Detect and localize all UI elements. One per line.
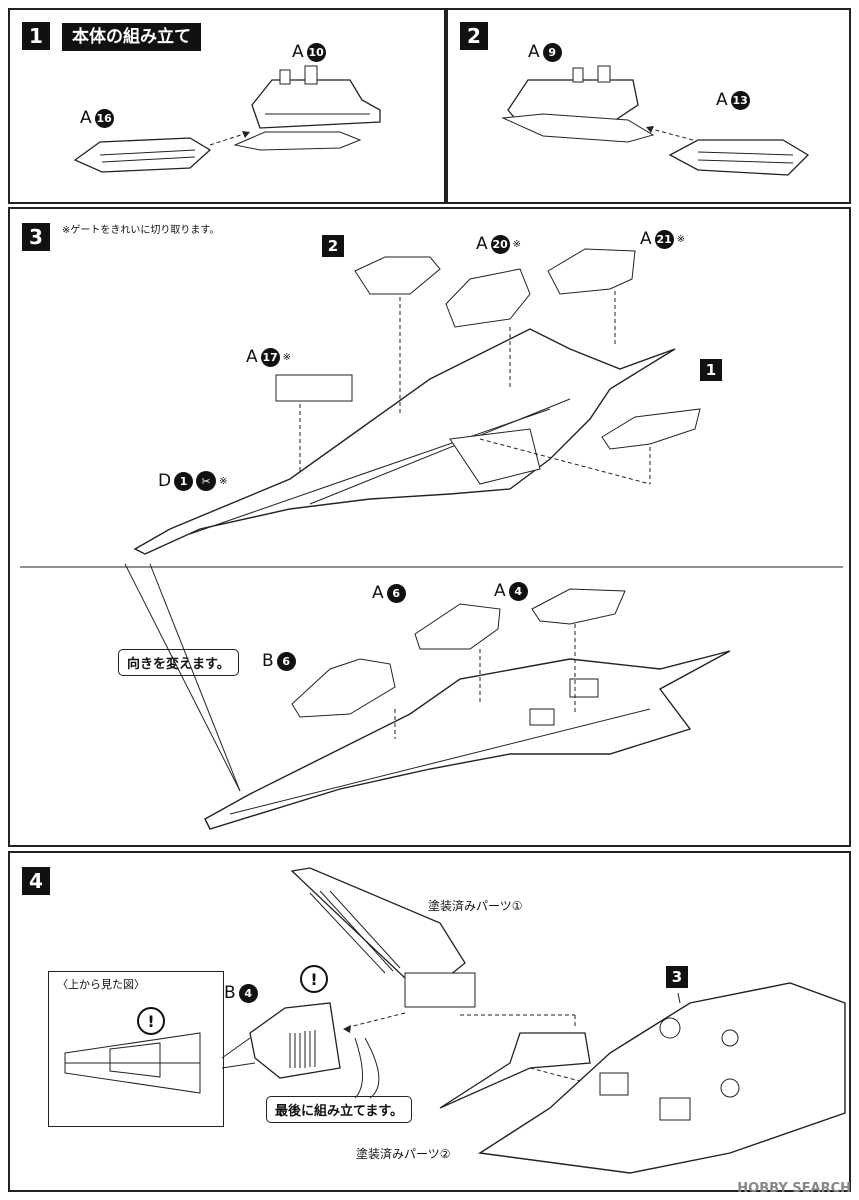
part-number-circle: 17	[260, 347, 280, 367]
label-b: B	[224, 983, 236, 1003]
part-number-circle: 6	[276, 651, 296, 671]
label-a: A	[292, 42, 304, 62]
step3-illustration	[20, 248, 843, 830]
step4-callout-assemble-last: 最後に組み立てます。	[266, 1096, 413, 1123]
step2-number: 2	[460, 22, 488, 50]
step3-ref-step2: 2	[322, 235, 344, 257]
step2-label-a9: A 9	[528, 42, 562, 62]
label-a: A	[716, 90, 728, 110]
part-number-circle: 9	[542, 42, 562, 62]
step1-illustration	[73, 65, 381, 173]
label-a: A	[80, 108, 92, 128]
step4-illustration	[64, 867, 846, 1174]
part-number-circle: 10	[306, 42, 326, 62]
step3-label-a21: A 21 ※	[640, 229, 685, 249]
step3-note: ※ゲートをきれいに切り取ります。	[62, 225, 220, 236]
label-a: A	[640, 229, 652, 249]
step3-label-a6: A 6	[372, 583, 406, 603]
step1-label-a10: A 10	[292, 42, 326, 62]
note-mark: ※	[676, 233, 686, 245]
step3-label-a4: A 4	[494, 581, 528, 601]
note-mark: ※	[512, 238, 522, 250]
step2-illustration	[501, 65, 810, 176]
part-number-circle: 4	[238, 983, 258, 1003]
step2-label-a13: A 13	[716, 90, 750, 110]
step3-label-b6: B 6	[262, 651, 296, 671]
step4-panel: 4 B 4 塗装済みパーツ① 塗装済みパーツ② 最後に組み立てます。 3 〈上か…	[8, 851, 851, 1192]
step3-label-d1: D 1 ✂ ※	[158, 471, 227, 491]
step3-label-a17: A 17 ※	[246, 347, 291, 367]
warning-icon: !	[300, 965, 328, 993]
step3-ref-step1: 1	[700, 359, 722, 381]
step4-painted-part-2: 塗装済みパーツ②	[356, 1147, 451, 1161]
part-number-circle: 20	[490, 234, 510, 254]
part-number-circle: 16	[94, 108, 114, 128]
note-mark: ※	[219, 475, 228, 487]
step1-title: 本体の組み立て	[62, 23, 201, 51]
step2-panel: 2 A 9 A 13	[446, 8, 851, 204]
label-a: A	[372, 583, 384, 603]
part-number-circle: 1	[174, 471, 194, 491]
step4-label-b4: B 4	[224, 983, 258, 1003]
part-number-circle: 4	[508, 581, 528, 601]
label-b: B	[262, 651, 274, 671]
step4-painted-part-1: 塗装済みパーツ①	[428, 899, 523, 913]
inset-title: 〈上から見た図〉	[57, 978, 145, 991]
label-a: A	[476, 234, 488, 254]
label-a: A	[246, 347, 258, 367]
step3-number: 3	[22, 223, 50, 251]
label-a: A	[494, 581, 506, 601]
step4-ref-step3: 3	[666, 966, 688, 988]
cut-gate-icon: ✂	[196, 471, 217, 491]
step1-label-a16: A 16	[80, 108, 114, 128]
watermark: HOBBY SEARCH	[737, 1181, 851, 1196]
step3-panel: 3 ※ゲートをきれいに切り取ります。 2 1 A 20 ※ A 21 ※ A 1…	[8, 207, 851, 847]
step1-number: 1	[22, 22, 50, 50]
label-d: D	[158, 471, 172, 491]
note-mark: ※	[282, 351, 292, 363]
label-a: A	[528, 42, 540, 62]
step3-callout-rotate: 向きを変えます。	[118, 649, 239, 676]
step1-panel: 1 本体の組み立て A 10 A 16	[8, 8, 446, 204]
step4-number: 4	[22, 867, 50, 895]
part-number-circle: 6	[386, 583, 406, 603]
step3-label-a20: A 20 ※	[476, 234, 521, 254]
part-number-circle: 21	[654, 229, 674, 249]
warning-icon: !	[137, 1007, 165, 1035]
part-number-circle: 13	[730, 90, 750, 110]
